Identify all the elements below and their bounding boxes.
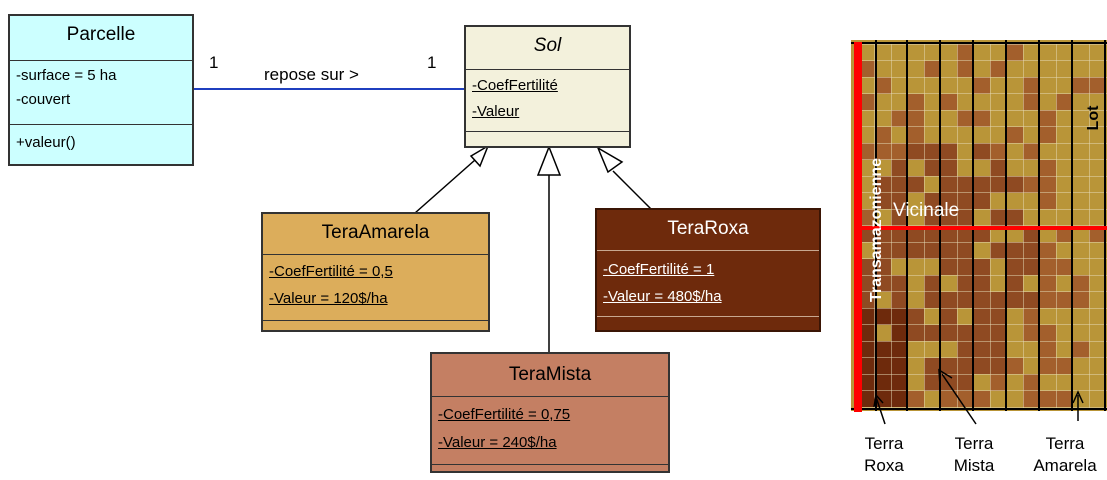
legend-line: Terra [864,434,904,453]
road-vertical [854,42,862,412]
road-label-vicinale: Vicinale [893,200,960,221]
static-attribute: -CoefFertilité = 1 [603,261,715,278]
operation: +valeur() [16,134,76,151]
legend-terra-roxa: Terra Roxa [854,433,914,477]
attribute: -surface = 5 ha [16,67,117,84]
static-attribute: -Valeur [472,103,520,120]
static-attribute: -CoefFertilité = 0,5 [269,263,393,280]
static-attribute: -Valeur = 480$/ha [603,288,722,305]
attributes-section: -CoefFertilité = 0,75 -Valeur = 240$/ha [432,396,668,465]
operations-section: +valeur() [10,124,192,165]
attributes-section: -CoefFertilité -Valeur [466,69,629,132]
class-name: TeraAmarela [321,222,430,243]
attributes-section: -CoefFertilité = 1 -Valeur = 480$/ha [597,250,819,317]
legend-terra-mista: Terra Mista [944,433,1004,477]
legend-line: Roxa [864,456,904,475]
operations-section [432,464,668,472]
legend-line: Terra [954,434,994,453]
operations-section [466,131,629,147]
road-label-transamazonienne: Transamazonienne [868,157,885,303]
attributes-section: -CoefFertilité = 0,5 -Valeur = 120$/ha [263,254,488,321]
multiplicity-left: 1 [209,53,219,72]
class-name: TeraMista [508,364,592,385]
class-name: TeraRoxa [667,218,749,239]
legend-line: Amarela [1033,456,1097,475]
attributes-section: -surface = 5 ha -couvert [10,60,192,125]
legend-line: Terra [1045,434,1085,453]
class-name: Parcelle [66,24,136,45]
static-attribute: -Valeur = 120$/ha [269,290,388,307]
generalization-arrowhead-amarela [469,144,490,168]
generalization-amarela [414,159,476,214]
static-attribute: -Valeur = 240$/ha [438,434,557,451]
legend-line: Mista [953,456,995,475]
legend-terra-amarela: Terra Amarela [1023,433,1107,477]
generalization-arrowhead-roxa [596,146,624,174]
class-name: Sol [533,35,562,56]
lot-label: Lot [1085,105,1102,131]
class-teraroxa[interactable]: TeraRoxa -CoefFertilité = 1 -Valeur = 48… [595,208,821,332]
multiplicity-right: 1 [427,53,437,72]
attribute: -couvert [16,91,71,108]
class-sol[interactable]: Sol -CoefFertilité -Valeur [464,25,631,148]
operations-section [263,320,488,331]
lot-boundaries [851,40,1107,411]
generalization-roxa [612,170,653,211]
operations-section [597,316,819,331]
generalization-arrowhead-mista [536,144,562,176]
class-teramista[interactable]: TeraMista -CoefFertilité = 0,75 -Valeur … [430,352,670,473]
static-attribute: -CoefFertilité [472,77,558,94]
class-teraamarela[interactable]: TeraAmarela -CoefFertilité = 0,5 -Valeur… [261,212,490,332]
class-parcelle[interactable]: Parcelle -surface = 5 ha -couvert +valeu… [8,14,194,166]
static-attribute: -CoefFertilité = 0,75 [438,406,571,423]
legend-arrows [873,368,1084,425]
association-label: repose sur > [264,65,359,84]
